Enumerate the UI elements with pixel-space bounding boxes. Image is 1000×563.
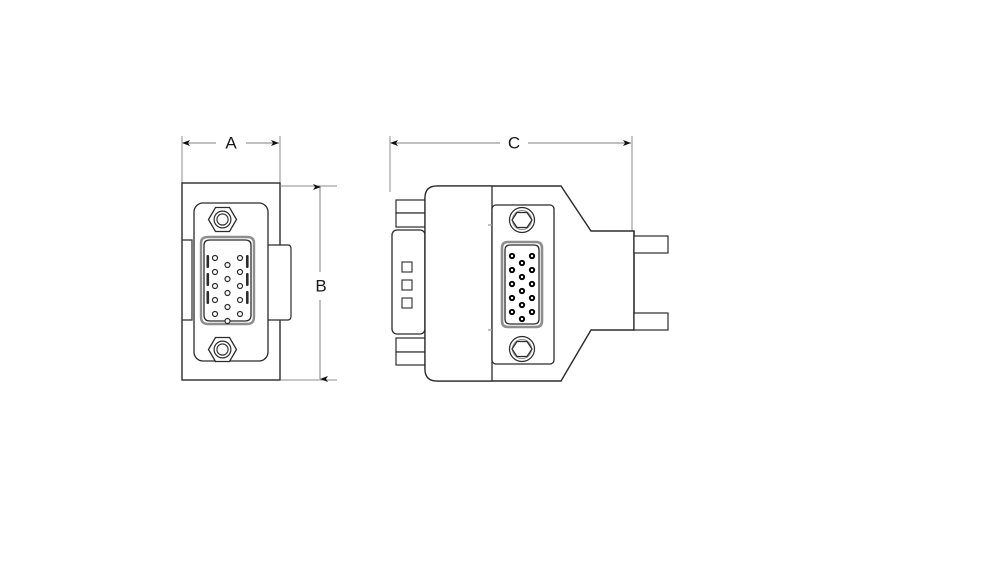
front-view: A B (181, 133, 337, 382)
front-view-retention-notches (206, 255, 249, 304)
front-view-hex-screw-bottom (207, 336, 238, 363)
side-view: C (389, 133, 669, 382)
front-view-left-flange (182, 239, 193, 321)
dimension-a: A (182, 133, 279, 152)
side-view-vent-square-3 (401, 297, 413, 309)
dimension-label-b: B (315, 276, 326, 295)
side-view-face-seam (488, 224, 492, 331)
side-view-rear-posts (633, 235, 669, 331)
side-view-screw-block-top (395, 199, 431, 228)
dimension-label-a: A (225, 133, 237, 152)
side-view-rear-post-bottom (633, 312, 669, 331)
side-view-mounting-flange (391, 229, 426, 335)
side-view-hex-socket-top (508, 206, 536, 234)
side-view-d-shell (500, 240, 544, 329)
side-view-pin-array (507, 251, 537, 324)
dimension-b: B (313, 184, 328, 382)
dimension-c: C (390, 133, 631, 152)
side-view-screw-block-bottom (395, 337, 431, 366)
side-view-hex-socket-bottom (508, 335, 536, 363)
front-view-right-tab (268, 244, 292, 321)
side-view-vent-square-2 (401, 279, 413, 291)
side-view-rear-post-top (633, 235, 669, 254)
front-view-pin-array (211, 254, 244, 325)
side-view-vent-square-1 (401, 261, 413, 273)
front-view-hex-screw-top (207, 206, 238, 233)
side-view-backshell (424, 185, 493, 382)
dimension-label-c: C (508, 133, 520, 152)
